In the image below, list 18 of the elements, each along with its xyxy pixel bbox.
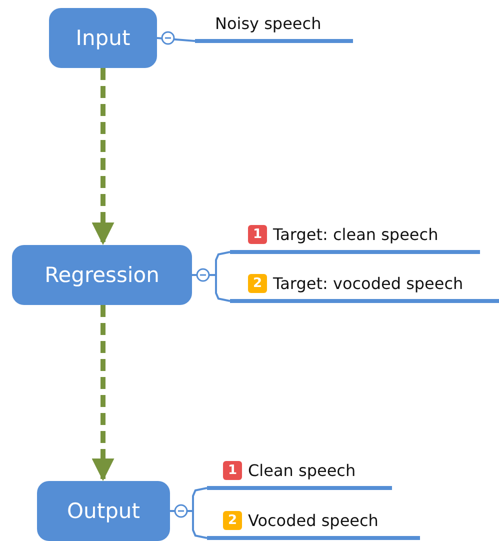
number-badge: 2 — [248, 274, 267, 293]
number-badge: 2 — [223, 511, 242, 530]
number-badge: 1 — [248, 225, 267, 244]
node-label: Input — [76, 26, 130, 50]
number-badge: 1 — [223, 461, 242, 480]
arrow — [92, 68, 114, 245]
process-box — [12, 245, 192, 305]
node-label: Regression — [44, 263, 160, 287]
arrow — [92, 305, 114, 481]
node-label: Vocoded speech — [248, 511, 378, 530]
node-label: Output — [67, 499, 140, 523]
node-label: Target: vocoded speech — [273, 274, 464, 293]
node-label: Clean speech — [248, 461, 356, 480]
process-box — [37, 481, 170, 541]
node-label: Noisy speech — [215, 14, 322, 33]
connector-line — [156, 37, 196, 42]
process-box — [49, 8, 157, 68]
node-label: Target: clean speech — [273, 225, 438, 244]
